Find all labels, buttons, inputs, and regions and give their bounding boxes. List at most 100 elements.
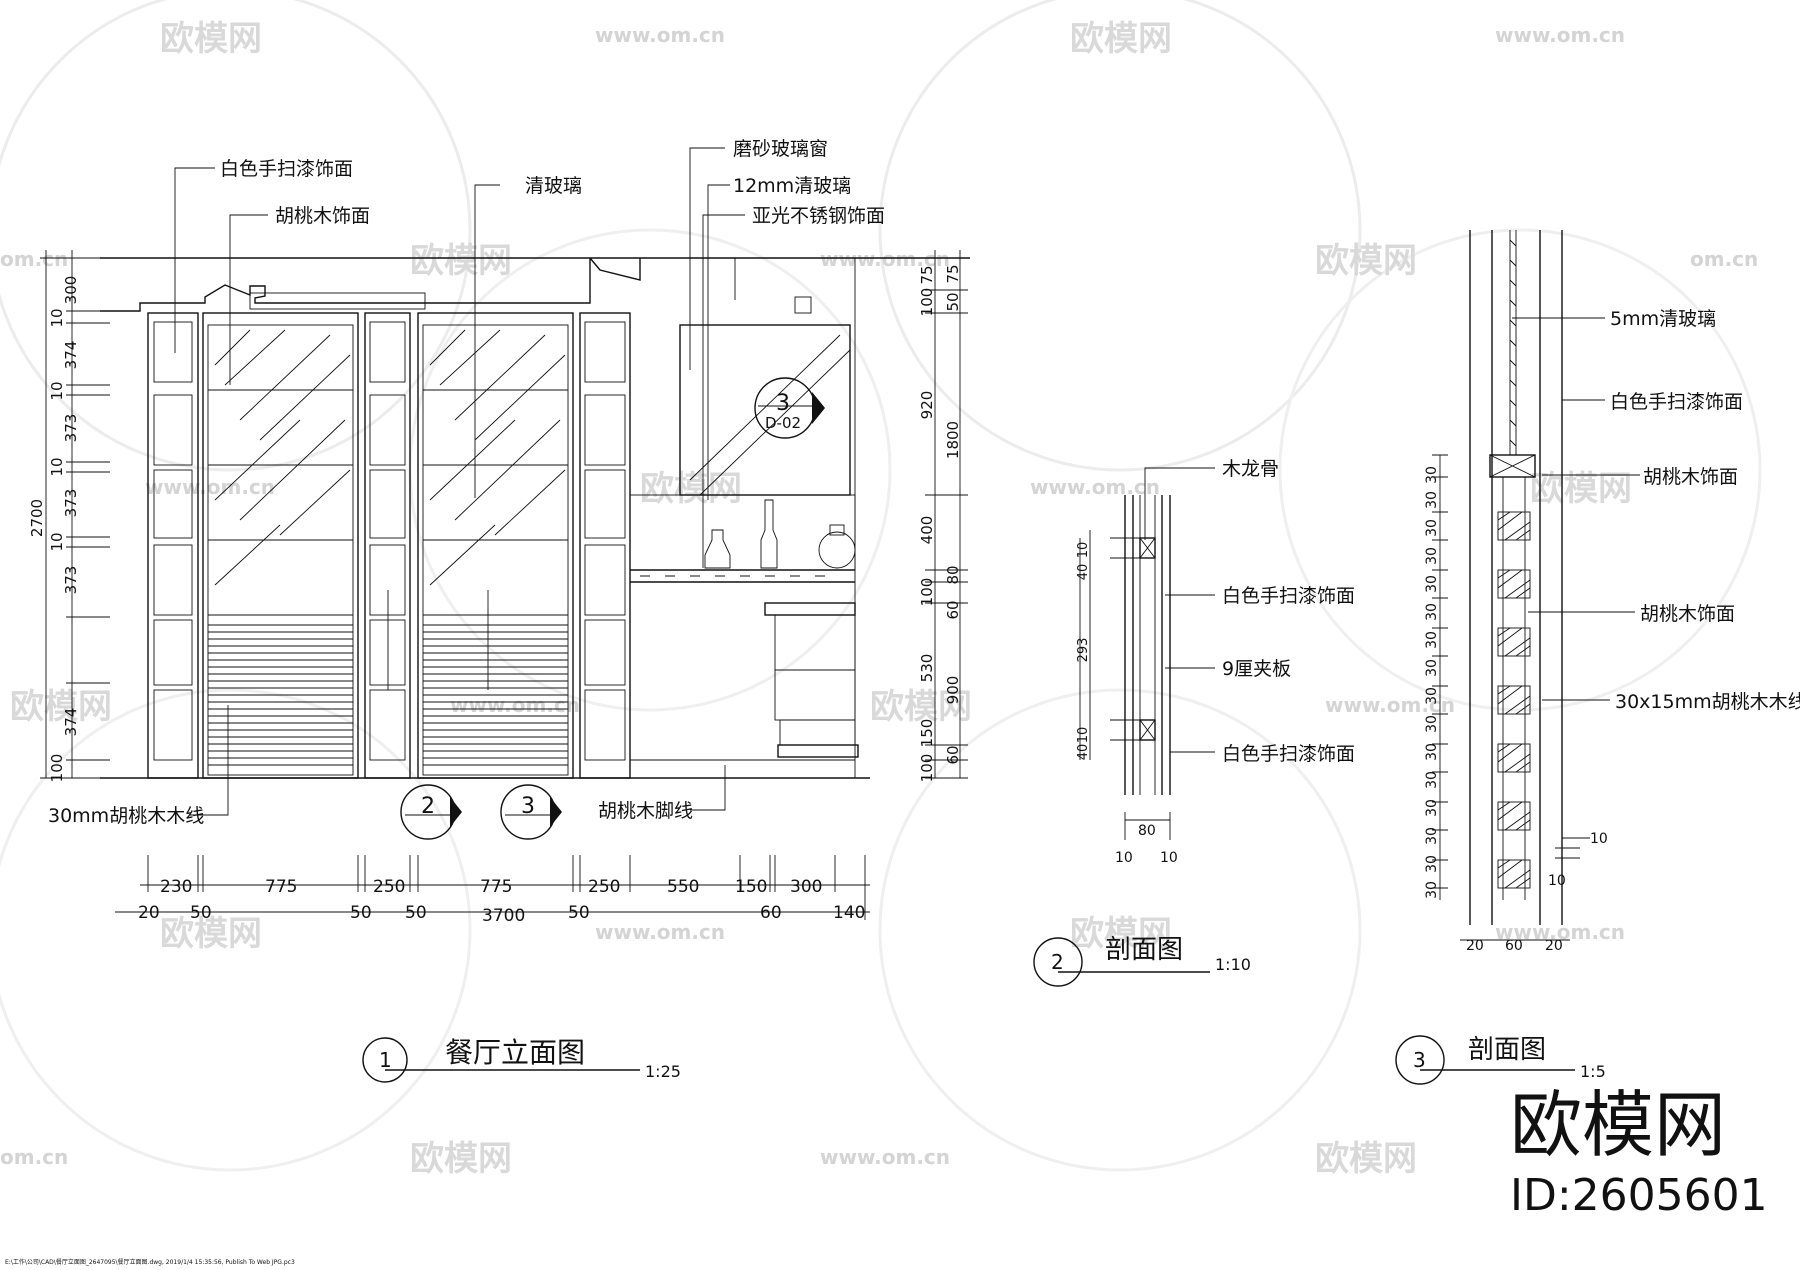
dim-right-outer-6: 900: [944, 676, 962, 705]
watermark-brand: 欧模网: [410, 1139, 512, 1179]
watermark-url: www.om.cn: [145, 475, 275, 499]
sec3-dim-bottom-2: 60: [1505, 938, 1523, 954]
elevation-title: 餐厅立面图: [445, 1036, 585, 1069]
section-2-drawing: [1079, 467, 1215, 840]
sec3-dim-bottom-1: 20: [1466, 938, 1484, 954]
sec2-dim-5: 40: [1076, 744, 1091, 761]
dim-right-outer-1: 75: [944, 264, 962, 283]
watermark-tile: [0, 0, 1762, 1172]
callout-walnut-line: 30mm胡桃木木线: [48, 805, 204, 827]
dim-right-inner-4: 400: [918, 516, 936, 545]
sec3-callout-walnut-line: 30x15mm胡桃木木线: [1615, 691, 1800, 713]
section-tag-number: 3: [776, 391, 790, 416]
watermark-url: om.cn: [1690, 247, 1758, 271]
watermark-url: www.om.cn: [1495, 23, 1625, 47]
sec3-dim-30: 30: [1424, 575, 1440, 593]
sec3-dim-right-1: 10: [1590, 831, 1608, 847]
section-marker-2: [400, 784, 462, 840]
dim-right-inner-3: 920: [918, 391, 936, 420]
sec3-dim-30: 30: [1424, 881, 1440, 899]
section-3-scale: 1:5: [1580, 1062, 1606, 1081]
dim-left-2: 10: [48, 308, 66, 327]
dim-left-8: 10: [48, 532, 66, 551]
sec3-dim-30: 30: [1424, 603, 1440, 621]
sec3-dim-30: 30: [1424, 519, 1440, 537]
watermark-url: www.om.cn: [595, 23, 725, 47]
sec2-dim-3: 293: [1076, 638, 1091, 663]
right-dimension-chain: [925, 250, 968, 779]
dim-bottom-1: 230: [160, 877, 192, 897]
watermark-brand: 欧模网: [410, 241, 512, 281]
watermark-brand-large: 欧模网: [1510, 1083, 1726, 1167]
section-3-title: 剖面图: [1468, 1035, 1546, 1065]
watermark-url: www.om.cn: [1325, 693, 1455, 717]
sec3-dim-30: 30: [1424, 659, 1440, 677]
watermark-brand: 欧模网: [1070, 19, 1172, 59]
dim-left-11: 100: [48, 754, 66, 783]
watermark-brand: 欧模网: [640, 469, 742, 509]
sec2-callout-wood-keel: 木龙骨: [1222, 458, 1279, 480]
frosted-glass-window: [629, 324, 856, 571]
callout-clear-glass: 清玻璃: [525, 175, 582, 197]
wood-keel-block: [1139, 537, 1156, 559]
sec2-dim-bottom-1: 80: [1138, 823, 1156, 839]
sec3-dim-30: 30: [1424, 687, 1440, 705]
sec3-dim-30: 30: [1424, 799, 1440, 817]
watermark-layer: 欧模网 www.om.cn 欧模网 www.om.cn 欧模网 om.cn ww…: [0, 0, 1768, 1221]
dim-bottom-11: 50: [350, 903, 372, 923]
sec2-dim-2: 40: [1076, 564, 1091, 581]
section-3-title-number: 3: [1413, 1048, 1426, 1072]
glass-clip-block: [1489, 454, 1536, 478]
sec2-dim-1: 10: [1076, 542, 1091, 559]
sec3-dim-30: 30: [1424, 855, 1440, 873]
sec3-dim-right-2: 10: [1548, 873, 1566, 889]
decorative-bottles: [704, 499, 856, 569]
watermark-brand: 欧模网: [160, 19, 262, 59]
section-marker-3: [500, 784, 562, 840]
dim-right-outer-3: 1800: [944, 421, 962, 459]
sec2-dim-bottom-2: 10: [1115, 850, 1133, 866]
walnut-line-strips: [1497, 511, 1531, 889]
watermark-brand: 欧模网: [1530, 469, 1632, 509]
dim-bottom-5: 250: [588, 877, 620, 897]
sec3-dim-30: 30: [1424, 771, 1440, 789]
watermark-brand: 欧模网: [1315, 1139, 1417, 1179]
left-dimension-chain: [40, 250, 110, 779]
dim-right-inner-6: 530: [918, 654, 936, 683]
section-3-title-block: [1395, 1035, 1575, 1085]
sec2-callout-white-paint: 白色手扫漆饰面: [1222, 585, 1355, 607]
dim-left-4: 10: [48, 381, 66, 400]
sec3-dim-30: 30: [1424, 715, 1440, 733]
dim-bottom-13: 50: [568, 903, 590, 923]
section-3-drawing: [1432, 230, 1640, 941]
dim-bottom-4: 775: [480, 877, 512, 897]
callout-walnut-skirting: 胡桃木脚线: [598, 800, 693, 822]
sec2-dim-4: 10: [1076, 727, 1091, 744]
glass-door-left: [202, 312, 359, 779]
section-2-title-block: [1033, 937, 1210, 987]
dim-right-outer-5: 60: [944, 600, 962, 619]
sec3-dim-30: 30: [1424, 827, 1440, 845]
dim-left-9: 373: [62, 566, 80, 595]
watermark-url: om.cn: [0, 247, 68, 271]
watermark-url: om.cn: [0, 1145, 68, 1169]
dim-bottom-3: 250: [373, 877, 405, 897]
watermark-url: www.om.cn: [595, 920, 725, 944]
watermark-brand: 欧模网: [10, 687, 112, 727]
dim-bottom-10: 50: [190, 903, 212, 923]
dim-left-6: 10: [48, 457, 66, 476]
dim-right-inner-5: 100: [918, 578, 936, 607]
dim-left-total: 2700: [28, 499, 46, 537]
sec2-callout-plywood: 9厘夹板: [1222, 658, 1291, 680]
watermark-url: www.om.cn: [820, 1145, 950, 1169]
dim-bottom-14: 60: [760, 903, 782, 923]
section-marker-2-label: 2: [421, 794, 435, 819]
section-2-title-number: 2: [1051, 950, 1064, 974]
watermark-brand: 欧模网: [870, 687, 972, 727]
dim-bottom-8: 300: [790, 877, 822, 897]
dim-right-inner-7: 150: [918, 719, 936, 748]
bottom-dimension-chain: [115, 855, 870, 920]
dim-left-5: 373: [62, 414, 80, 443]
sec3-dim-30: 30: [1424, 491, 1440, 509]
